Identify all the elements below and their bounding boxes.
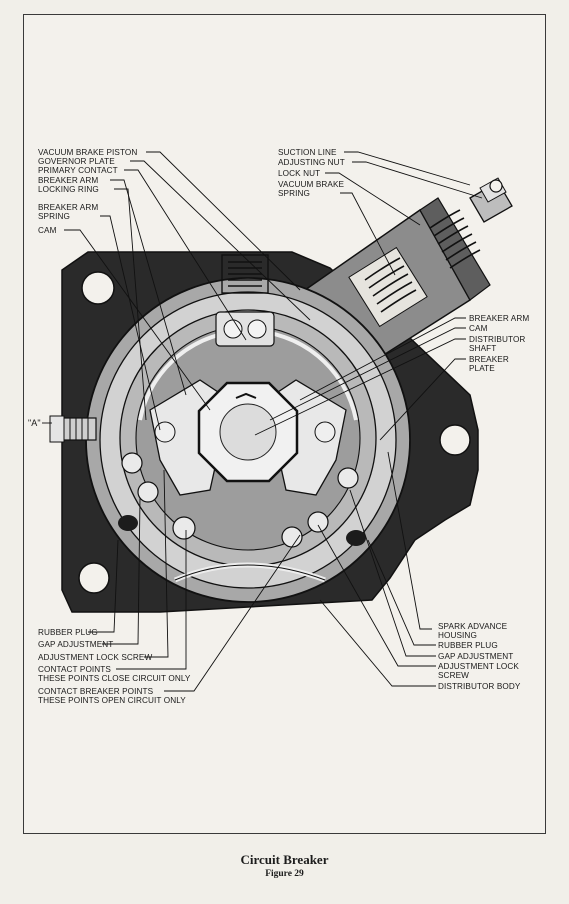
label-breaker-plate: BREAKER PLATE [469,355,509,373]
label-contact-breaker-points-open: CONTACT BREAKER POINTS THESE POINTS OPEN… [38,687,186,705]
label-distributor-shaft: DISTRIBUTOR SHAFT [469,335,526,353]
label-adjustment-lock-screw-left: ADJUSTMENT LOCK SCREW [38,653,153,662]
figure-caption: Circuit Breaker Figure 29 [0,852,569,879]
label-lock-nut: LOCK NUT [278,169,321,178]
label-adjusting-nut: ADJUSTING NUT [278,158,345,167]
governor-spring [221,254,269,294]
lower-screws [121,452,359,548]
label-suction-line: SUCTION LINE [278,148,337,157]
distributor-shaft [219,403,277,461]
label-rubber-plug-right: RUBBER PLUG [438,641,498,650]
rubber-plug-right [346,530,366,546]
label-contact-points-close: CONTACT POINTS THESE POINTS CLOSE CIRCUI… [38,665,191,683]
label-governor-plate: GOVERNOR PLATE [38,157,115,166]
leader-lines [42,151,483,692]
label-gap-adjustment-right: GAP ADJUSTMENT [438,652,514,661]
rubber-plug-left [118,515,138,531]
flange-hole-top-left [81,271,115,305]
flange-hole-right [439,424,471,456]
label-vacuum-brake-spring: VACUUM BRAKE SPRING [278,180,345,198]
label-rubber-plug-left: RUBBER PLUG [38,628,98,637]
a-bolt [49,415,97,443]
label-vacuum-brake-piston: VACUUM BRAKE PISTON [38,148,138,157]
label-a: "A" [28,418,41,428]
label-breaker-arm-left: BREAKER ARM [38,176,99,185]
label-spark-advance-housing: SPARK ADVANCE HOUSING [438,622,508,640]
label-breaker-arm-right: BREAKER ARM [469,314,530,323]
primary-contact [215,311,275,347]
flange-hole-bottom-left [78,562,110,594]
label-locking-ring: LOCKING RING [38,185,99,194]
label-adjustment-lock-screw-right: ADJUSTMENT LOCK SCREW [438,662,519,680]
caption-figure-number: Figure 29 [265,869,304,879]
label-cam-left: CAM [38,226,57,235]
label-gap-adjustment-left: GAP ADJUSTMENT [38,640,114,649]
label-distributor-body: DISTRIBUTOR BODY [438,682,521,691]
label-primary-contact: PRIMARY CONTACT [38,166,118,175]
label-cam-right: CAM [469,324,488,333]
caption-title: Circuit Breaker [240,852,329,867]
label-breaker-arm-spring: BREAKER ARM SPRING [38,203,99,221]
